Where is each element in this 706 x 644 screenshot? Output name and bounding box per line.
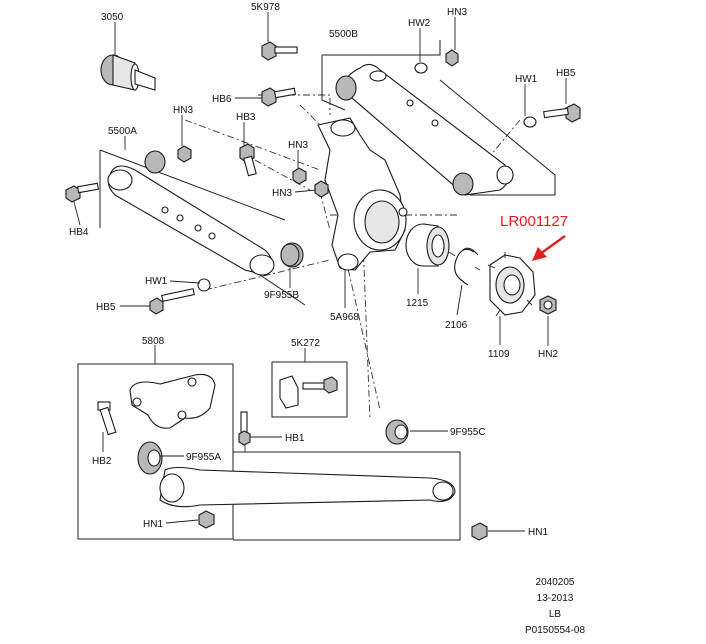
part-labels: 3050 5K978 5500B HW2 HN3 HW1 HB5 HB6 HN3…	[69, 2, 576, 538]
callout-arrow	[532, 234, 566, 261]
part-hn2-nut	[539, 295, 557, 315]
label-hn1-left: HN1	[143, 519, 163, 530]
label-hb3: HB3	[236, 112, 256, 123]
part-1215-bearing	[405, 223, 450, 267]
label-5500b: 5500B	[329, 29, 358, 40]
part-2106-snap-ring	[454, 247, 479, 286]
label-hb5-left: HB5	[96, 302, 116, 313]
label-hb6: HB6	[212, 94, 232, 105]
label-9f955c: 9F955C	[450, 427, 486, 438]
footer-line-3: LB	[548, 609, 562, 620]
part-5a968-knuckle	[317, 117, 408, 271]
label-5k978: 5K978	[251, 2, 280, 13]
label-1215: 1215	[406, 298, 429, 309]
label-9f955b: 9F955B	[264, 290, 299, 301]
label-2106: 2106	[445, 320, 468, 331]
part-5500b-upper-arm	[335, 63, 514, 196]
footer-line-2: 13-2013	[536, 593, 574, 604]
label-hw1-top: HW1	[515, 74, 538, 85]
part-3050-shaft	[100, 54, 156, 91]
label-hb1: HB1	[285, 433, 305, 444]
label-hn3-mid2: HN3	[272, 188, 292, 199]
label-5a968: 5A968	[330, 312, 359, 323]
label-hw2: HW2	[408, 18, 431, 29]
part-5808-bracket	[129, 373, 216, 429]
label-hb5-top: HB5	[556, 68, 576, 79]
label-hb2: HB2	[92, 456, 112, 467]
footer-line-4: P0150554-08	[524, 625, 586, 636]
label-hn2: HN2	[538, 349, 558, 360]
label-hn3-left: HN3	[173, 105, 193, 116]
part-5500a-lower-arm	[107, 150, 304, 276]
label-3050: 3050	[101, 12, 124, 23]
label-lr-code: LR001127	[500, 213, 568, 230]
leader-lines	[73, 12, 567, 532]
part-1109-hub	[487, 252, 536, 317]
label-5k272: 5K272	[291, 338, 320, 349]
label-hn3-top: HN3	[447, 7, 467, 18]
part-lower-trailing-arm	[137, 441, 456, 508]
label-hb4: HB4	[69, 227, 89, 238]
label-hn1-right: HN1	[528, 527, 548, 538]
hardware	[65, 41, 581, 541]
label-9f955a: 9F955A	[186, 452, 221, 463]
footer-line-1: 2040205	[535, 577, 575, 588]
label-1109: 1109	[488, 349, 510, 360]
label-5808: 5808	[142, 336, 165, 347]
label-hw1-left: HW1	[145, 276, 168, 287]
label-hn3-mid: HN3	[288, 140, 308, 151]
label-5500a: 5500A	[108, 126, 137, 137]
